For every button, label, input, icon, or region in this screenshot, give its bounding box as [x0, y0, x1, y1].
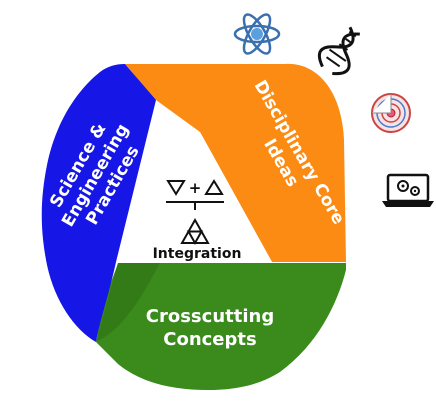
- plus-sign: +: [189, 179, 202, 197]
- cc-fold-shading: [96, 263, 160, 342]
- cc-band: [96, 238, 346, 390]
- atom-icon: [233, 13, 281, 55]
- sep-label: Science & Engineering Practices: [46, 120, 144, 231]
- triangle-sum-symbol: +: [166, 179, 224, 210]
- combined-triangle-icon: [180, 217, 210, 246]
- center-triangle: [118, 132, 272, 262]
- dci-band: [125, 63, 346, 262]
- earth-layers-icon: [371, 93, 411, 133]
- integration-label: Integration: [153, 246, 242, 262]
- cc-label-line2: Concepts: [163, 329, 256, 350]
- sep-band: [41, 64, 156, 342]
- dna-icon: [317, 26, 360, 76]
- laptop-gears-icon: [382, 173, 434, 207]
- cc-label-line1: Crosscutting: [146, 306, 274, 327]
- down-triangle-icon: [166, 180, 186, 196]
- up-triangle-icon: [204, 179, 224, 195]
- cc-label: Crosscutting Concepts: [146, 306, 274, 350]
